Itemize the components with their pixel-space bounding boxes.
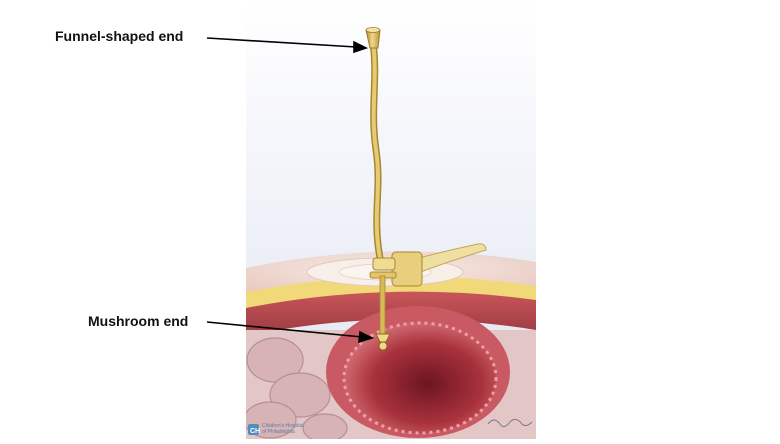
pointer-arrows [206, 37, 375, 344]
mushroom-end [375, 333, 391, 351]
arrowhead-funnel [353, 40, 369, 54]
stomach-lining-folds [342, 321, 498, 435]
tube-through-wall [379, 275, 386, 335]
arrow-line-funnel [206, 37, 357, 48]
logo-text-line2: of Philadelphia [262, 429, 295, 435]
arrowhead-mushroom [358, 330, 375, 344]
tube-shaft [371, 40, 382, 260]
logo-text-line1: Children's Hospital [262, 423, 304, 429]
funnel-end-label: Funnel-shaped end [55, 28, 184, 44]
funnel-rim [365, 27, 381, 33]
mushroom-end-label: Mushroom end [88, 313, 189, 329]
stomach-interior [344, 323, 496, 433]
svg-text:CH: CH [250, 428, 260, 435]
artist-signature [487, 418, 533, 428]
chop-logo: CH [248, 424, 260, 435]
arrow-line-mushroom [206, 321, 363, 338]
external-bolster [369, 243, 487, 287]
